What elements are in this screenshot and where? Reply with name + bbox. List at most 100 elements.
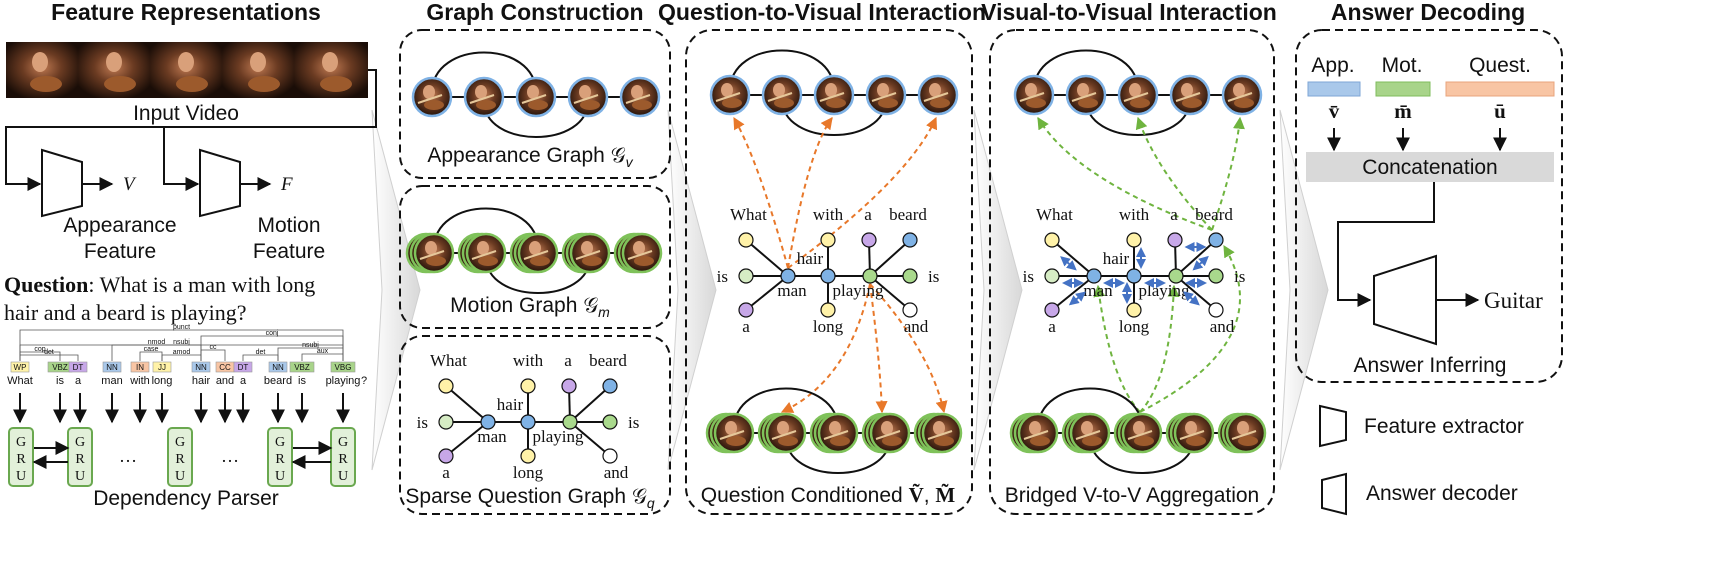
message-arrow xyxy=(1068,291,1086,306)
word-a-top: a xyxy=(1170,205,1178,224)
node-ring xyxy=(567,76,609,118)
appearance-extractor-icon xyxy=(41,148,83,218)
question-edge xyxy=(745,239,789,277)
gru-letter: R xyxy=(275,452,285,467)
pos-tag-box xyxy=(233,361,253,373)
dashed-arrow xyxy=(787,117,833,269)
node-ring xyxy=(569,232,611,274)
node-ring xyxy=(865,74,907,116)
video-node xyxy=(913,412,963,454)
pos-tag: DT xyxy=(238,363,249,372)
gru-letter: R xyxy=(16,452,26,467)
video-node-layer xyxy=(1121,412,1163,454)
word-beard: beard xyxy=(1195,205,1233,224)
question-node xyxy=(820,302,836,318)
dependency-relation: nsubj xyxy=(173,339,190,346)
motion-graph-text: Motion Graph 𝒢 xyxy=(450,294,598,317)
video-node-layer xyxy=(1173,412,1215,454)
mot-label: Mot. xyxy=(1382,54,1423,77)
video-to-motion-arrow xyxy=(163,127,200,191)
appearance-graph xyxy=(411,51,661,138)
gru-row: GRUGRUGRUGRUGRU…… xyxy=(8,393,356,487)
pos-tag-box xyxy=(330,361,356,373)
appearance-graph-label: Appearance Graph 𝒢v xyxy=(427,144,633,170)
word-with: with xyxy=(513,351,544,370)
video-node xyxy=(861,412,911,454)
u-bar-symbol: ū xyxy=(1494,99,1506,123)
motion-feature-label-l2: Feature xyxy=(253,240,325,263)
word-is-left: is xyxy=(1023,267,1034,286)
word-hair: hair xyxy=(497,395,524,414)
dependency-arc xyxy=(200,349,226,361)
node-ring xyxy=(1117,74,1159,116)
motion-extractor-icon xyxy=(199,148,241,218)
dependency-relation: punct xyxy=(173,324,190,331)
question-node xyxy=(602,448,618,464)
answer-decoder-legend-label: Answer decoder xyxy=(1366,482,1518,505)
video-node-layer xyxy=(921,412,963,454)
quest-feature-box xyxy=(1445,81,1555,97)
node-ring xyxy=(1173,412,1215,454)
word-is-right: is xyxy=(928,267,939,286)
q2v-cross-arrows xyxy=(733,116,948,414)
node-ring xyxy=(709,74,751,116)
word-long: long xyxy=(813,317,844,336)
parse-word: a xyxy=(75,375,82,387)
gru-ellipsis: … xyxy=(119,446,137,466)
question-node xyxy=(562,414,578,430)
dashed-arrow xyxy=(733,116,789,269)
motion-graph-label: Motion Graph 𝒢m xyxy=(450,294,610,320)
gru-letter: G xyxy=(175,435,185,450)
parse-word: is xyxy=(298,375,306,387)
motion-graph-panel xyxy=(399,185,671,329)
video-node xyxy=(917,74,959,116)
video-node-layer xyxy=(765,412,807,454)
dependency-arc xyxy=(139,351,163,361)
pos-tag-box xyxy=(268,361,288,373)
dashed-arrow xyxy=(787,116,938,269)
word-what: What xyxy=(1036,205,1073,224)
graph-edge xyxy=(733,387,839,430)
question-node xyxy=(561,378,577,394)
pos-tag: DT xyxy=(73,363,84,372)
question-node xyxy=(738,268,754,284)
appearance-feature-label-l2: Feature xyxy=(84,240,156,263)
graph-edge xyxy=(1037,387,1143,430)
question-graph-label: Sparse Question Graph 𝒢q xyxy=(405,485,654,511)
node-ring xyxy=(619,76,661,118)
question-edge xyxy=(869,239,911,277)
pos-tag-box xyxy=(68,361,88,373)
question-node xyxy=(902,268,918,284)
video-node-layer xyxy=(621,232,663,274)
dashed-arrow xyxy=(780,283,871,413)
feature-extractor-legend-icon xyxy=(1319,404,1347,448)
pos-tag: CC xyxy=(219,363,231,372)
question-node xyxy=(520,448,536,464)
question-node xyxy=(1208,268,1224,284)
dependency-arc xyxy=(19,351,61,361)
word-beard: beard xyxy=(589,351,627,370)
pos-tag-box xyxy=(10,361,30,373)
message-arrow xyxy=(1060,256,1077,271)
message-arrow xyxy=(1192,255,1209,271)
word-a-bottom: a xyxy=(1048,317,1056,336)
concatenation-box xyxy=(1306,152,1554,182)
dependency-relation: nsubj xyxy=(302,342,319,349)
question-edge xyxy=(569,385,611,423)
question-node xyxy=(520,378,536,394)
graph-edge xyxy=(433,207,539,250)
video-node xyxy=(457,232,507,274)
question-edge xyxy=(1051,239,1095,277)
video-node-layer xyxy=(569,232,611,274)
dependency-arc xyxy=(277,347,344,361)
gru-letter: R xyxy=(175,452,185,467)
v2v-motion-graph xyxy=(1009,387,1267,474)
gru-letter: R xyxy=(75,452,85,467)
video-node xyxy=(1009,412,1059,454)
app-label: App. xyxy=(1311,54,1354,77)
question-node xyxy=(438,414,454,430)
question-edge xyxy=(869,275,911,311)
concat-to-decoder-arrow xyxy=(1337,182,1435,307)
